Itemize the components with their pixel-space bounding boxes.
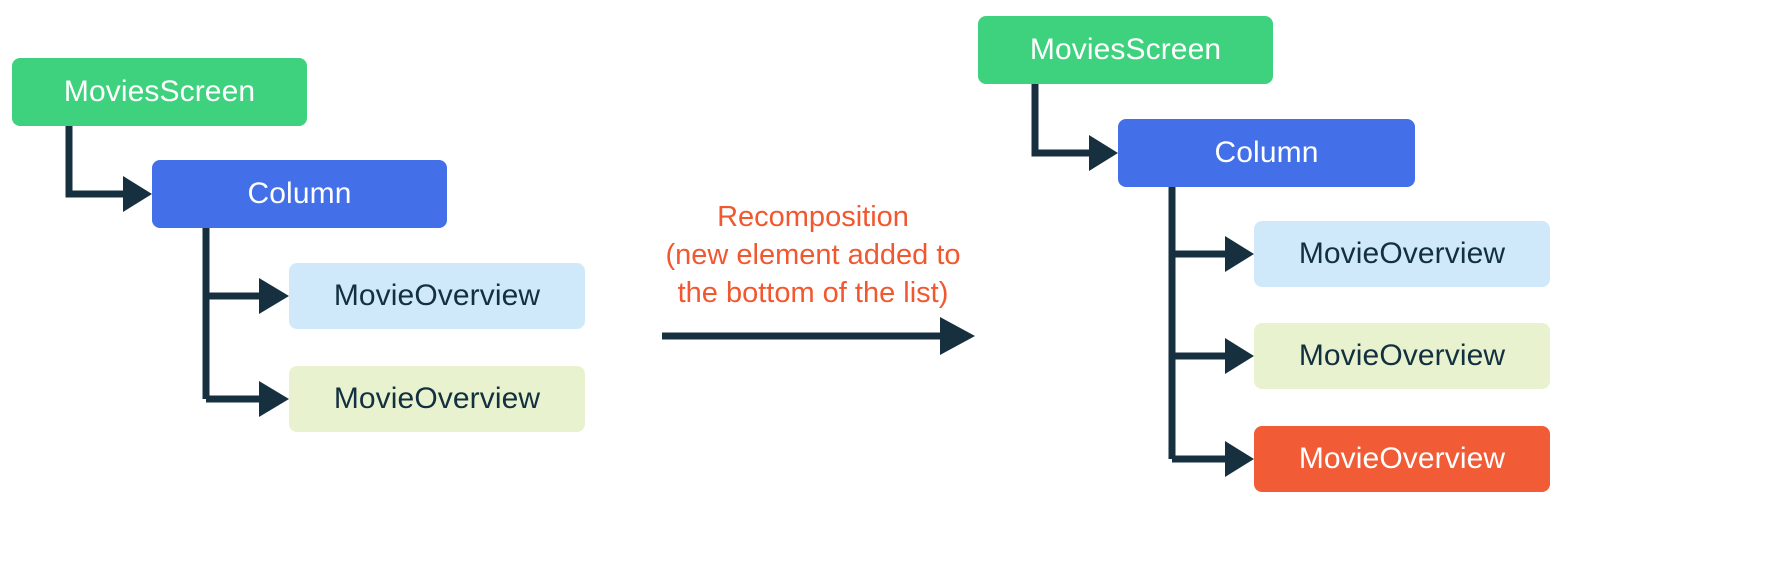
node-movie-overview-after-3-new[interactable]: MovieOverview (1254, 426, 1550, 492)
node-label: MovieOverview (1298, 237, 1506, 270)
node-movies-screen-before[interactable]: MoviesScreen (12, 58, 307, 126)
node-column-after[interactable]: Column (1118, 119, 1415, 187)
node-movie-overview-before-1[interactable]: MovieOverview (289, 263, 585, 329)
recomposition-arrow (662, 317, 975, 355)
node-label: MovieOverview (333, 382, 541, 415)
node-movie-overview-before-2[interactable]: MovieOverview (289, 366, 585, 432)
after-edge-screen-to-column (1031, 84, 1118, 171)
node-label: MoviesScreen (63, 75, 256, 108)
node-column-before[interactable]: Column (152, 160, 447, 228)
node-label: MovieOverview (1298, 442, 1506, 475)
before-edge-screen-to-column (65, 126, 152, 212)
before-edge-column-to-overviews (202, 228, 289, 417)
after-edge-column-to-overviews (1168, 187, 1254, 477)
node-movies-screen-after[interactable]: MoviesScreen (978, 16, 1273, 84)
recomposition-label: Recomposition (new element added to the … (665, 201, 961, 309)
node-movie-overview-after-1[interactable]: MovieOverview (1254, 221, 1550, 287)
node-label: MovieOverview (333, 279, 541, 312)
node-label: MovieOverview (1298, 339, 1506, 372)
node-movie-overview-after-2[interactable]: MovieOverview (1254, 323, 1550, 389)
node-label: Column (247, 177, 352, 210)
node-label: Column (1214, 136, 1319, 169)
node-label: MoviesScreen (1029, 33, 1222, 66)
